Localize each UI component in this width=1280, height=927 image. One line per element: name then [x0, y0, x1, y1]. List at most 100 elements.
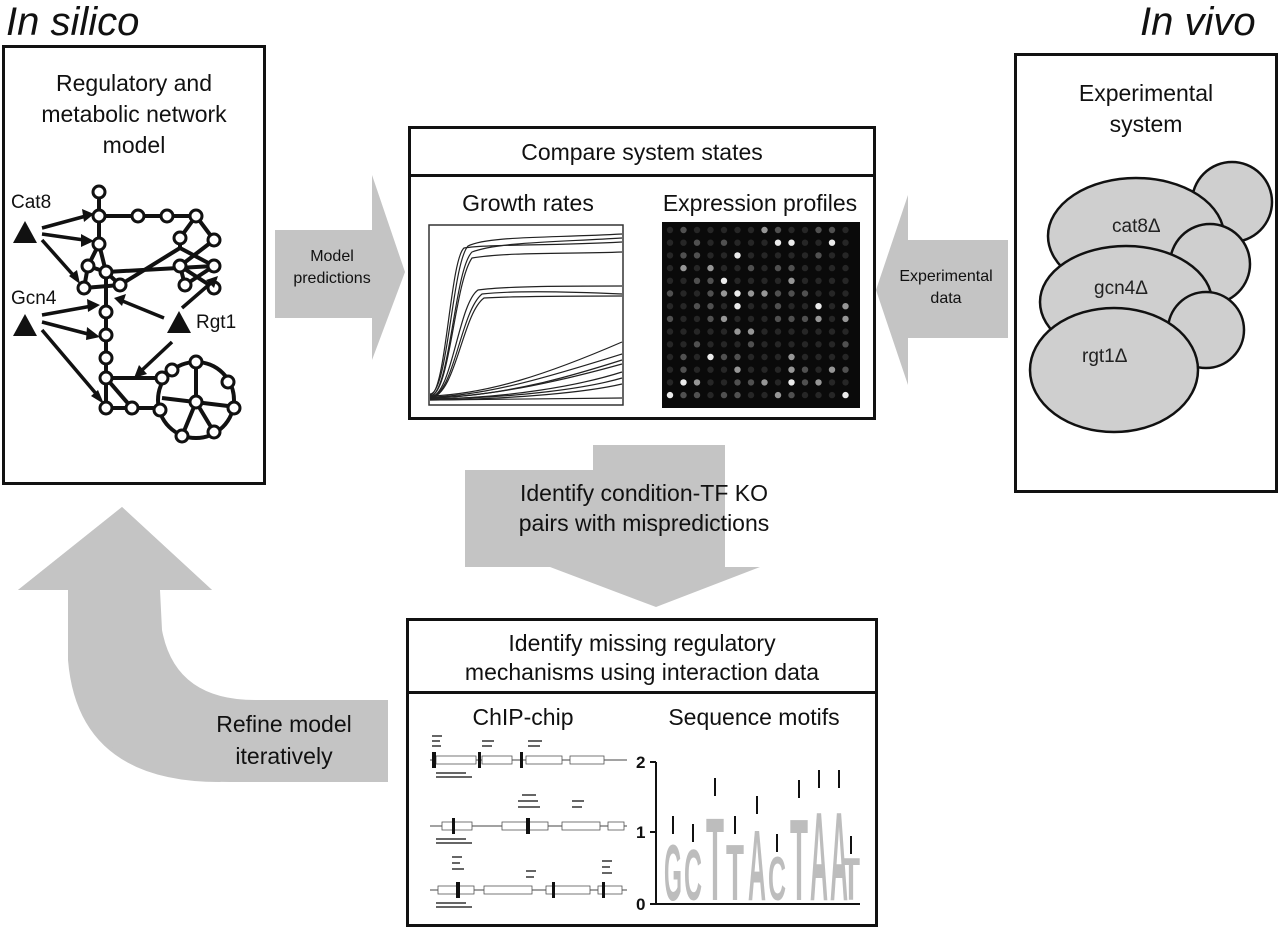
array-spot	[734, 328, 741, 335]
cat8-cell-label: cat8Δ	[1112, 216, 1161, 237]
array-spot	[815, 328, 822, 335]
array-spot	[828, 315, 836, 323]
chip-chip-title: ChIP-chip	[472, 704, 574, 730]
array-spot	[828, 264, 836, 272]
array-spot	[666, 252, 674, 259]
array-spot	[842, 366, 849, 373]
array-spot	[815, 252, 822, 259]
array-spot	[666, 290, 674, 297]
array-spot	[666, 391, 674, 399]
array-spot	[774, 303, 782, 310]
array-spot	[734, 366, 741, 373]
array-spot	[680, 239, 687, 246]
array-spot	[693, 391, 701, 399]
array-spot	[747, 264, 755, 272]
array-spot	[788, 252, 795, 259]
array-spot	[801, 379, 809, 386]
motif-letter: A	[830, 786, 848, 927]
gcn4-label: Gcn4	[11, 288, 57, 309]
compare-header-divider	[411, 174, 873, 177]
array-spot	[828, 328, 836, 335]
array-spot	[680, 277, 687, 284]
tf-triangles	[13, 221, 191, 336]
array-spot	[720, 366, 728, 373]
array-spot	[747, 315, 755, 323]
array-spot	[801, 226, 809, 234]
array-spot	[693, 366, 701, 373]
motif-letter: T	[790, 795, 808, 925]
gcn4-triangle	[13, 314, 37, 336]
array-spot	[747, 366, 755, 373]
array-spot	[761, 290, 768, 297]
array-spot	[774, 315, 782, 323]
array-spot	[815, 315, 822, 323]
array-spot	[747, 277, 755, 284]
array-spot	[788, 264, 795, 272]
array-spot	[666, 315, 674, 323]
missing-header: Identify missing regulatory mechanisms u…	[464, 630, 820, 685]
array-spot	[774, 264, 782, 272]
array-spot	[761, 341, 768, 348]
array-spot	[842, 303, 849, 310]
array-spot	[801, 239, 809, 246]
array-spot	[734, 379, 741, 386]
array-spot	[680, 264, 687, 272]
array-spot	[761, 379, 768, 386]
array-spot	[761, 264, 768, 272]
array-spot	[761, 391, 768, 399]
array-spot	[666, 303, 674, 310]
array-spot	[680, 290, 687, 297]
array-spot	[693, 341, 701, 348]
array-spot	[788, 341, 795, 348]
array-spot	[842, 341, 849, 348]
array-spot	[680, 315, 687, 323]
array-spot	[707, 303, 714, 310]
array-spot	[734, 226, 741, 234]
array-spot	[828, 303, 836, 310]
array-spot	[666, 239, 674, 246]
array-spot	[693, 264, 701, 272]
array-spot	[801, 277, 809, 284]
array-spot	[747, 239, 755, 246]
array-spot	[734, 252, 741, 259]
array-spot	[666, 353, 674, 361]
array-spot	[707, 328, 714, 335]
array-spot	[842, 379, 849, 386]
array-spot	[815, 264, 822, 272]
array-spot	[693, 303, 701, 310]
array-spot	[693, 277, 701, 284]
experimental-box-title: Experimental system	[1078, 80, 1214, 137]
array-spot	[815, 290, 822, 297]
array-spot	[774, 366, 782, 373]
in-silico-title: In silico	[6, 0, 140, 44]
array-spot	[720, 341, 728, 348]
array-spot	[761, 366, 768, 373]
model-box-title: Regulatory and metabolic network model	[41, 70, 227, 158]
motif-letter: A	[810, 786, 828, 927]
growth-rates-plot	[428, 224, 624, 406]
array-spot	[761, 353, 768, 361]
array-spot	[680, 341, 687, 348]
in-vivo-title: In vivo	[1140, 0, 1256, 44]
array-spot	[707, 315, 714, 323]
motif-axis	[650, 761, 860, 905]
array-spot	[761, 239, 768, 246]
array-spot	[815, 379, 822, 386]
array-spot	[801, 264, 809, 272]
array-spot	[734, 277, 741, 284]
array-spot	[828, 366, 836, 373]
array-spot	[815, 353, 822, 361]
array-spot	[734, 391, 741, 399]
array-spot	[761, 328, 768, 335]
regulatory-arrowheads	[69, 209, 218, 404]
array-spot	[680, 328, 687, 335]
array-spot	[788, 366, 795, 373]
array-spot	[815, 226, 822, 234]
array-spot	[828, 226, 836, 234]
array-spot	[720, 252, 728, 259]
array-spot	[842, 264, 849, 272]
